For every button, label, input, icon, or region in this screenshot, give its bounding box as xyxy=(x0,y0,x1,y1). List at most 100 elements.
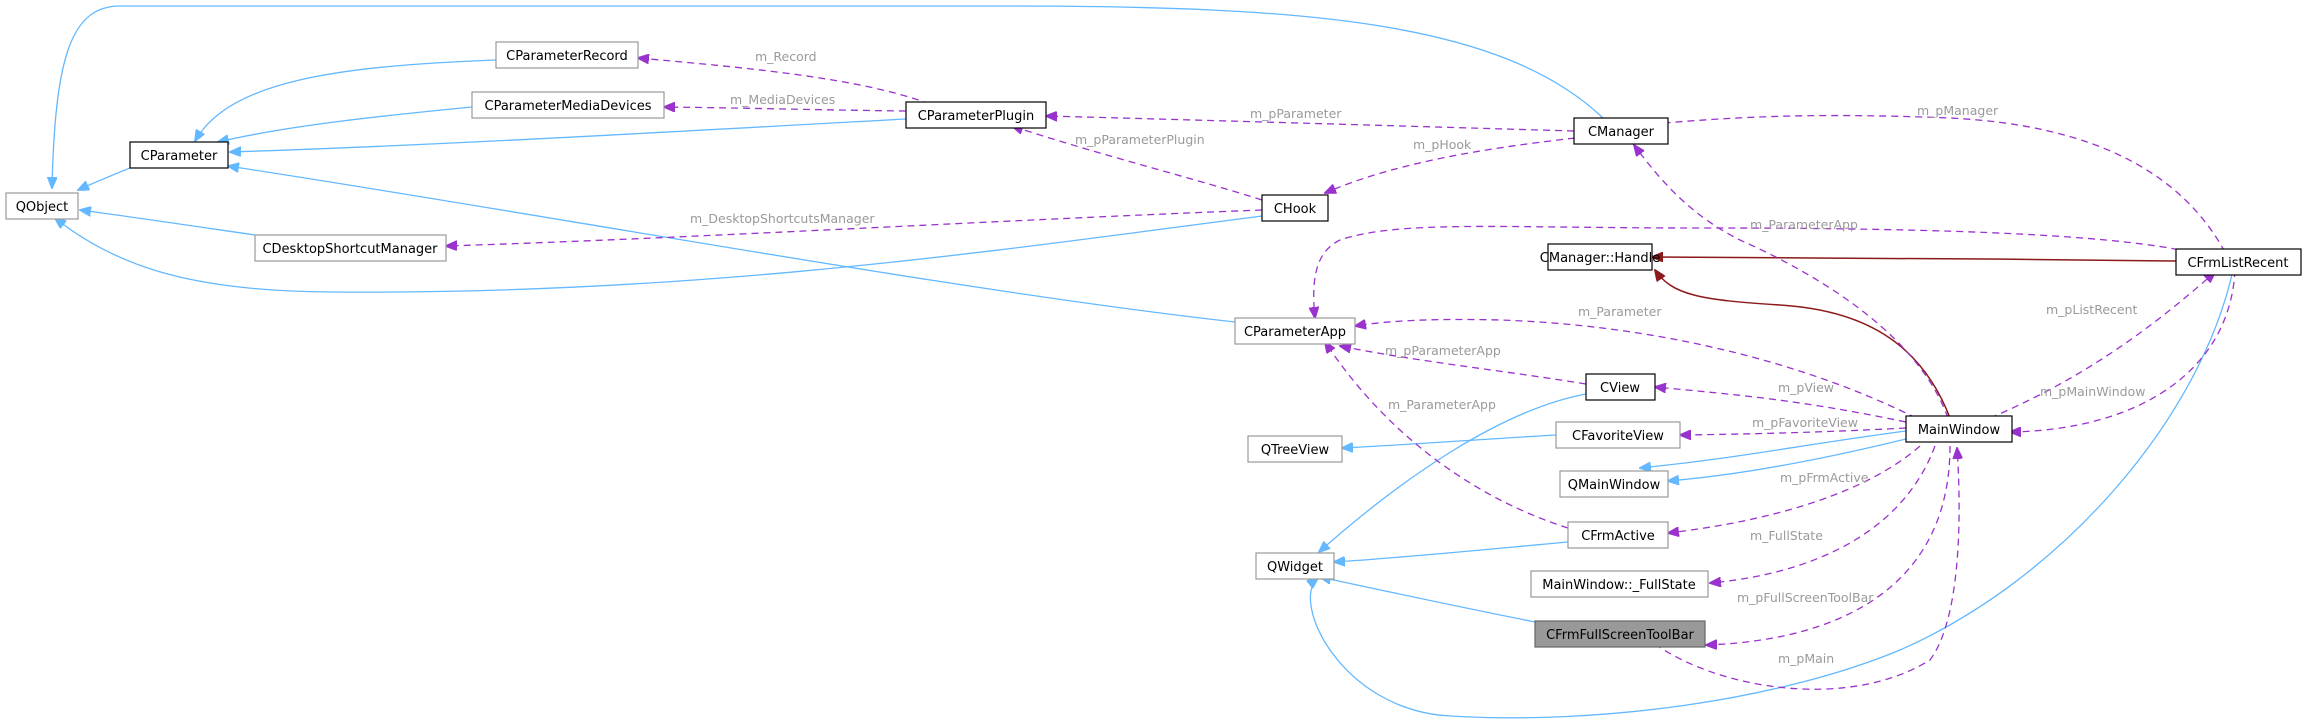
edge-cfrmlistrecent-to-cmanager xyxy=(1642,114,2226,253)
node-cfrmlistrecent[interactable]: CFrmListRecent xyxy=(2175,248,2302,276)
edge-cfrmfullscreentoolbar-to-mainwindow xyxy=(1654,448,1959,690)
svg-text:CFavoriteView: CFavoriteView xyxy=(1572,429,1664,444)
label-m-fullstate: m_FullState xyxy=(1750,528,1823,543)
label-m-parameterapp-mid: m_ParameterApp xyxy=(1388,397,1496,412)
edge-cfrmactive-to-cparameterapp xyxy=(1325,342,1569,529)
label-m-pfrmactive: m_pFrmActive xyxy=(1780,470,1869,485)
edge-cparameterplugin-to-cparameter xyxy=(230,118,907,152)
svg-text:CParameterPlugin: CParameterPlugin xyxy=(918,109,1035,124)
node-mainwindow-fullstate[interactable]: MainWindow::_FullState xyxy=(1530,570,1709,598)
edge-mainwindow-to-fullstate xyxy=(1710,445,1936,583)
node-cparameterplugin[interactable]: CParameterPlugin xyxy=(905,101,1047,129)
label-m-pfavoriteview: m_pFavoriteView xyxy=(1752,415,1858,430)
label-m-record: m_Record xyxy=(755,49,817,64)
svg-text:CFrmActive: CFrmActive xyxy=(1581,529,1655,544)
svg-text:CParameterRecord: CParameterRecord xyxy=(506,49,628,64)
node-qobject[interactable]: QObject xyxy=(5,192,79,220)
label-m-parameter: m_Parameter xyxy=(1578,304,1662,319)
node-cparametermediadevices[interactable]: CParameterMediaDevices xyxy=(471,91,665,119)
svg-text:CParameterMediaDevices: CParameterMediaDevices xyxy=(485,99,652,114)
label-m-pfullscreentoolbar: m_pFullScreenToolBar xyxy=(1737,590,1874,605)
edge-cparameterapp-to-cparameter xyxy=(228,166,1236,323)
svg-text:CParameter: CParameter xyxy=(141,149,218,164)
edge-cfrmlistrecent-to-handle xyxy=(1652,257,2177,261)
edge-mainwindow-to-handle xyxy=(1655,270,1951,419)
svg-text:CHook: CHook xyxy=(1274,202,1317,217)
inheritance-edges xyxy=(52,5,2234,719)
node-qmainwindow[interactable]: QMainWindow xyxy=(1559,470,1669,498)
edge-mainwindow-to-qmainwindow-a xyxy=(1640,430,1907,468)
svg-text:CManager::Handle: CManager::Handle xyxy=(1540,251,1660,266)
svg-text:QTreeView: QTreeView xyxy=(1261,443,1330,458)
label-m-parameterapp-top: m_ParameterApp xyxy=(1750,217,1858,232)
node-cview[interactable]: CView xyxy=(1585,373,1656,401)
label-m-pmainwindow: m_pMainWindow xyxy=(2040,384,2146,399)
edge-cdesktopshortcutmanager-to-qobject xyxy=(80,210,256,236)
edge-mainwindow-to-cfrmfullscreentoolbar xyxy=(1706,445,1951,645)
label-m-pmain: m_pMain xyxy=(1778,651,1834,666)
node-cparameter[interactable]: CParameter xyxy=(129,141,229,169)
edge-cparameterplugin-to-cparameterrecord xyxy=(638,58,931,105)
edge-mainwindow-to-cparameterapp xyxy=(1355,318,1917,419)
svg-text:CManager: CManager xyxy=(1588,125,1655,140)
edge-cmanager-to-cparameterplugin xyxy=(1046,116,1575,132)
svg-text:CView: CView xyxy=(1600,381,1640,396)
svg-text:CFrmFullScreenToolBar: CFrmFullScreenToolBar xyxy=(1546,628,1694,643)
class-nodes: QObject CParameter CParameterRecord CPar… xyxy=(5,41,2302,648)
svg-text:QObject: QObject xyxy=(16,200,69,215)
edge-labels: m_Record m_MediaDevices m_pParameter m_p… xyxy=(690,49,2146,666)
edge-cfrmfullscreentoolbar-to-qwidget xyxy=(1320,577,1536,623)
node-cmanager[interactable]: CManager xyxy=(1573,117,1669,145)
node-cdesktopshortcutmanager[interactable]: CDesktopShortcutManager xyxy=(254,234,447,262)
edge-mainwindow-to-cfavoriteview xyxy=(1680,427,1907,435)
edge-mainwindow-to-cfrmlistrecent xyxy=(1989,272,2215,419)
edge-cfrmlistrecent-to-cparameterapp xyxy=(1314,225,2191,318)
edge-cfrmlistrecent-to-qwidget xyxy=(1310,269,2234,719)
label-m-phook: m_pHook xyxy=(1413,137,1472,152)
node-qwidget[interactable]: QWidget xyxy=(1255,552,1335,580)
node-qtreeview[interactable]: QTreeView xyxy=(1247,435,1343,463)
edge-chook-to-cdesktopshortcutmanager xyxy=(446,209,1263,246)
edge-cview-to-cparameterapp xyxy=(1340,346,1587,385)
edge-cparameterplugin-to-cparametermediadevices xyxy=(664,107,907,111)
edge-chook-to-cparameterplugin xyxy=(1012,126,1263,201)
svg-text:CParameterApp: CParameterApp xyxy=(1244,325,1346,340)
edge-cparametermediadevices-to-cparameter xyxy=(218,106,473,142)
edge-cfavoriteview-to-qtreeview xyxy=(1342,434,1557,448)
edge-mainwindow-to-cview xyxy=(1655,387,1907,423)
svg-text:QMainWindow: QMainWindow xyxy=(1568,478,1661,493)
label-m-pparameterplugin: m_pParameterPlugin xyxy=(1075,132,1205,147)
node-cfavoriteview[interactable]: CFavoriteView xyxy=(1555,421,1681,449)
svg-text:MainWindow::_FullState: MainWindow::_FullState xyxy=(1542,578,1695,593)
label-m-pparameter: m_pParameter xyxy=(1250,106,1342,121)
node-cfrmactive[interactable]: CFrmActive xyxy=(1567,521,1669,549)
edge-cmanager-to-chook xyxy=(1325,137,1576,193)
edge-cfrmactive-to-qwidget xyxy=(1334,541,1569,562)
usage-edges xyxy=(446,58,2236,690)
label-m-mediadevices: m_MediaDevices xyxy=(730,92,835,107)
edge-cview-to-qwidget xyxy=(1319,393,1587,552)
svg-text:CDesktopShortcutManager: CDesktopShortcutManager xyxy=(262,242,438,257)
node-chook[interactable]: CHook xyxy=(1261,194,1329,222)
label-m-pview: m_pView xyxy=(1778,380,1834,395)
node-cfrmfullscreentoolbar[interactable]: CFrmFullScreenToolBar xyxy=(1534,620,1706,648)
svg-text:MainWindow: MainWindow xyxy=(1918,423,2001,438)
edge-mainwindow-to-cfrmactive xyxy=(1668,445,1921,533)
edge-cfrmlistrecent-to-mainwindow xyxy=(2010,269,2236,432)
label-m-pparameterapp: m_pParameterApp xyxy=(1385,343,1501,358)
label-m-pmanager: m_pManager xyxy=(1917,103,1999,118)
edge-chook-to-qobject xyxy=(55,215,1263,293)
node-mainwindow[interactable]: MainWindow xyxy=(1905,415,2013,443)
edge-mainwindow-to-cmanager xyxy=(1634,145,1949,419)
node-cparameterapp[interactable]: CParameterApp xyxy=(1234,317,1356,345)
svg-text:CFrmListRecent: CFrmListRecent xyxy=(2187,256,2288,271)
edge-cmanager-to-qobject xyxy=(52,5,1604,188)
edge-mainwindow-to-qmainwindow-b xyxy=(1668,438,1907,481)
edge-cparameterrecord-to-cparameter xyxy=(195,59,497,141)
node-cmanager-handle[interactable]: CManager::Handle xyxy=(1540,243,1660,271)
svg-text:QWidget: QWidget xyxy=(1267,560,1323,575)
label-m-plistrecent: m_pListRecent xyxy=(2046,302,2138,317)
node-cparameterrecord[interactable]: CParameterRecord xyxy=(495,41,639,69)
label-m-desktopshortcutsmanager: m_DesktopShortcutsManager xyxy=(690,211,875,226)
